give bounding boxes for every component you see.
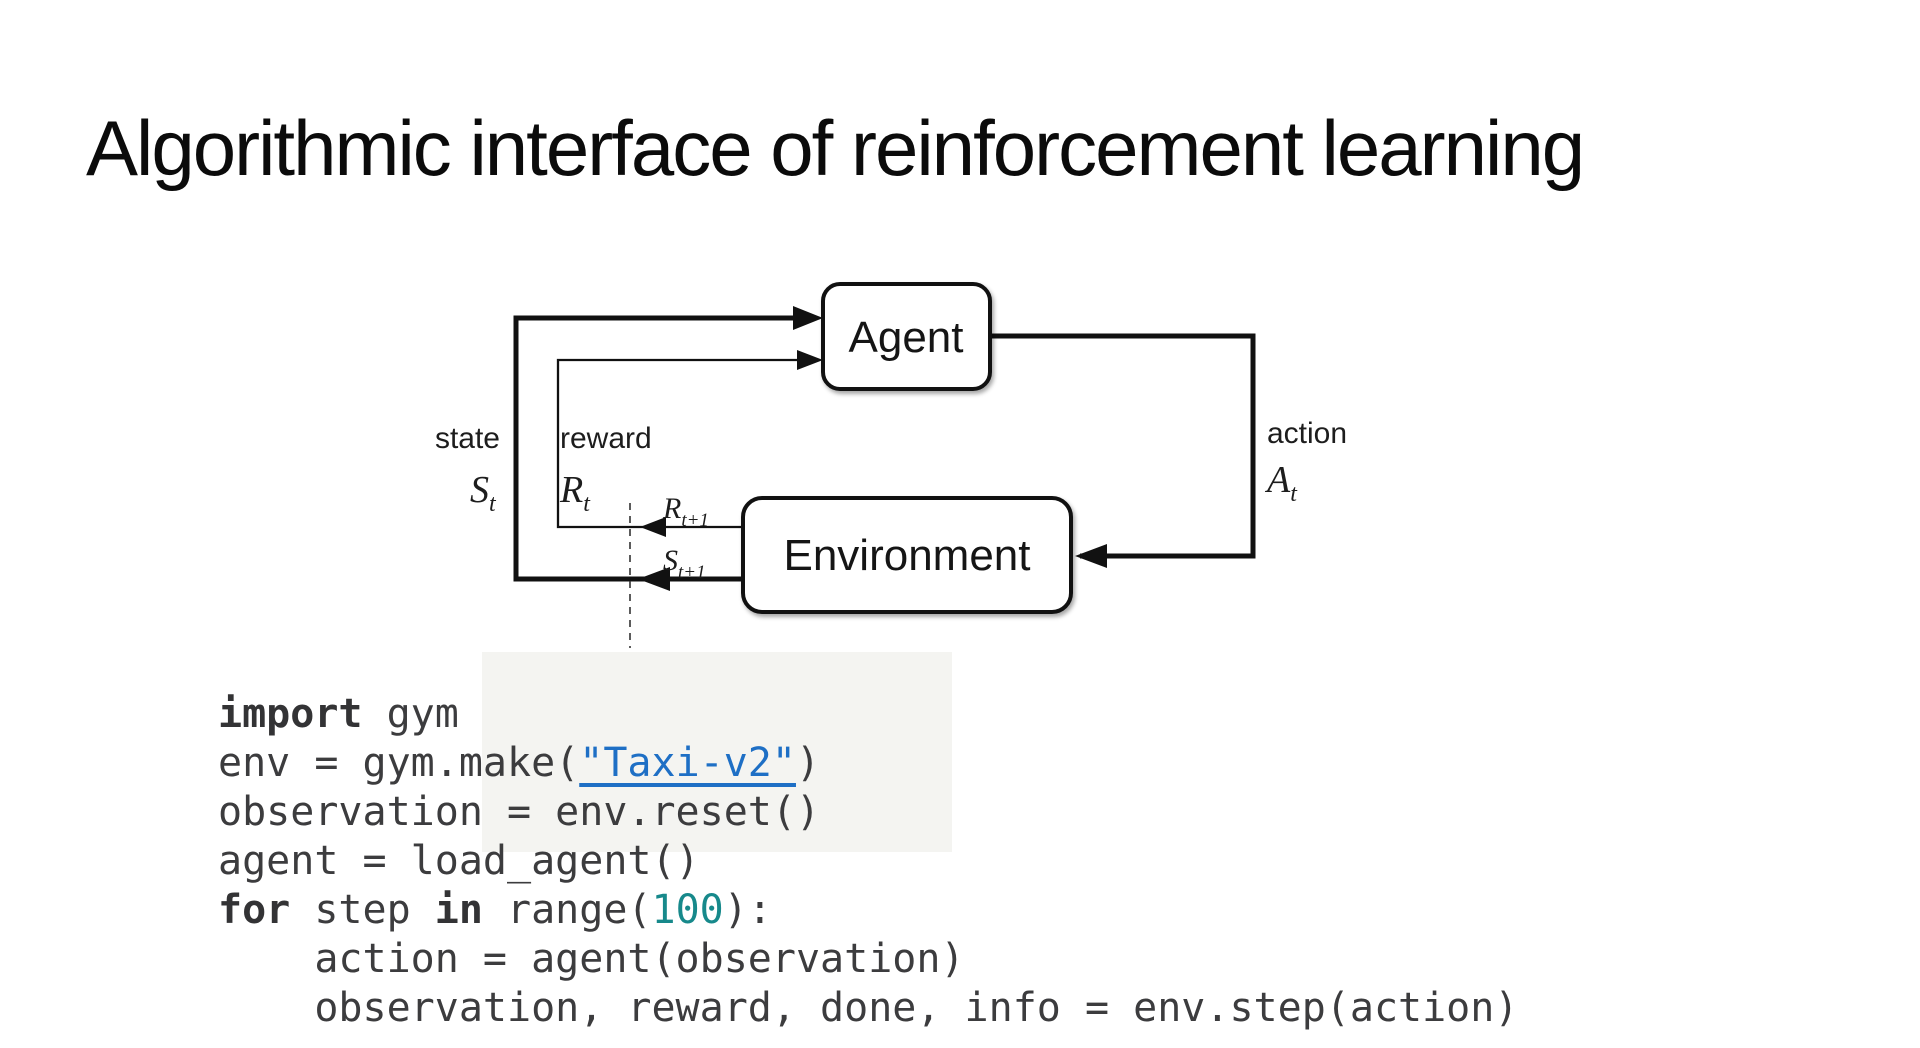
code-segment: agent = load_agent(): [218, 838, 700, 884]
state-wire: [513, 315, 816, 582]
code-line: for step in range(100):: [218, 886, 1518, 935]
code-segment: observation, reward, done, info = env.st…: [218, 985, 1519, 1031]
agent-box: [821, 282, 992, 391]
code-segment: range(: [482, 887, 652, 933]
next-state-arrowhead: [638, 567, 670, 591]
code-segment: import: [218, 691, 363, 737]
taxi-v2-link[interactable]: "Taxi-v2": [579, 740, 796, 786]
code-segment: observation = env.reset(): [218, 789, 821, 835]
code-segment: step: [290, 887, 435, 933]
action-label: action: [1267, 417, 1347, 450]
code-segment: gym: [362, 691, 459, 737]
code-segment: ): [795, 740, 821, 786]
next-reward-symbol: Rt+1: [662, 492, 709, 531]
code-line: agent = load_agent(): [218, 837, 1518, 886]
code-segment: in: [434, 887, 483, 933]
code-segment: 100: [651, 887, 724, 933]
environment-box-label: Environment: [783, 531, 1030, 580]
action-arrowhead: [1075, 544, 1107, 568]
code-line: observation, reward, done, info = env.st…: [218, 984, 1518, 1033]
action-symbol: At: [1264, 459, 1298, 507]
agent-box-label: Agent: [849, 313, 964, 362]
code-line: observation = env.reset(): [218, 788, 1518, 837]
state-label: state: [435, 422, 500, 455]
reward-wire: [556, 358, 816, 529]
code-segment: action = agent(observation): [218, 936, 965, 982]
next-state-symbol: St+1: [663, 544, 706, 583]
code-segment: for: [218, 887, 291, 933]
reward-symbol: Rt: [559, 469, 591, 517]
code-segment: env = gym.make(: [218, 740, 580, 786]
reward-label: reward: [560, 422, 652, 455]
state-symbol: St: [470, 469, 497, 517]
reward-arrowhead: [797, 350, 823, 370]
code-line: env = gym.make("Taxi-v2"): [218, 739, 1518, 788]
code-segment: ):: [723, 887, 772, 933]
code-line: action = agent(observation): [218, 935, 1518, 984]
code-line: import gym: [218, 690, 1518, 739]
state-arrowhead: [793, 306, 823, 330]
environment-box: [741, 496, 1073, 614]
next-reward-arrowhead: [640, 517, 666, 537]
code-background-artifact: [482, 652, 952, 852]
action-wire: [990, 333, 1256, 559]
page-title: Algorithmic interface of reinforcement l…: [86, 104, 1585, 193]
